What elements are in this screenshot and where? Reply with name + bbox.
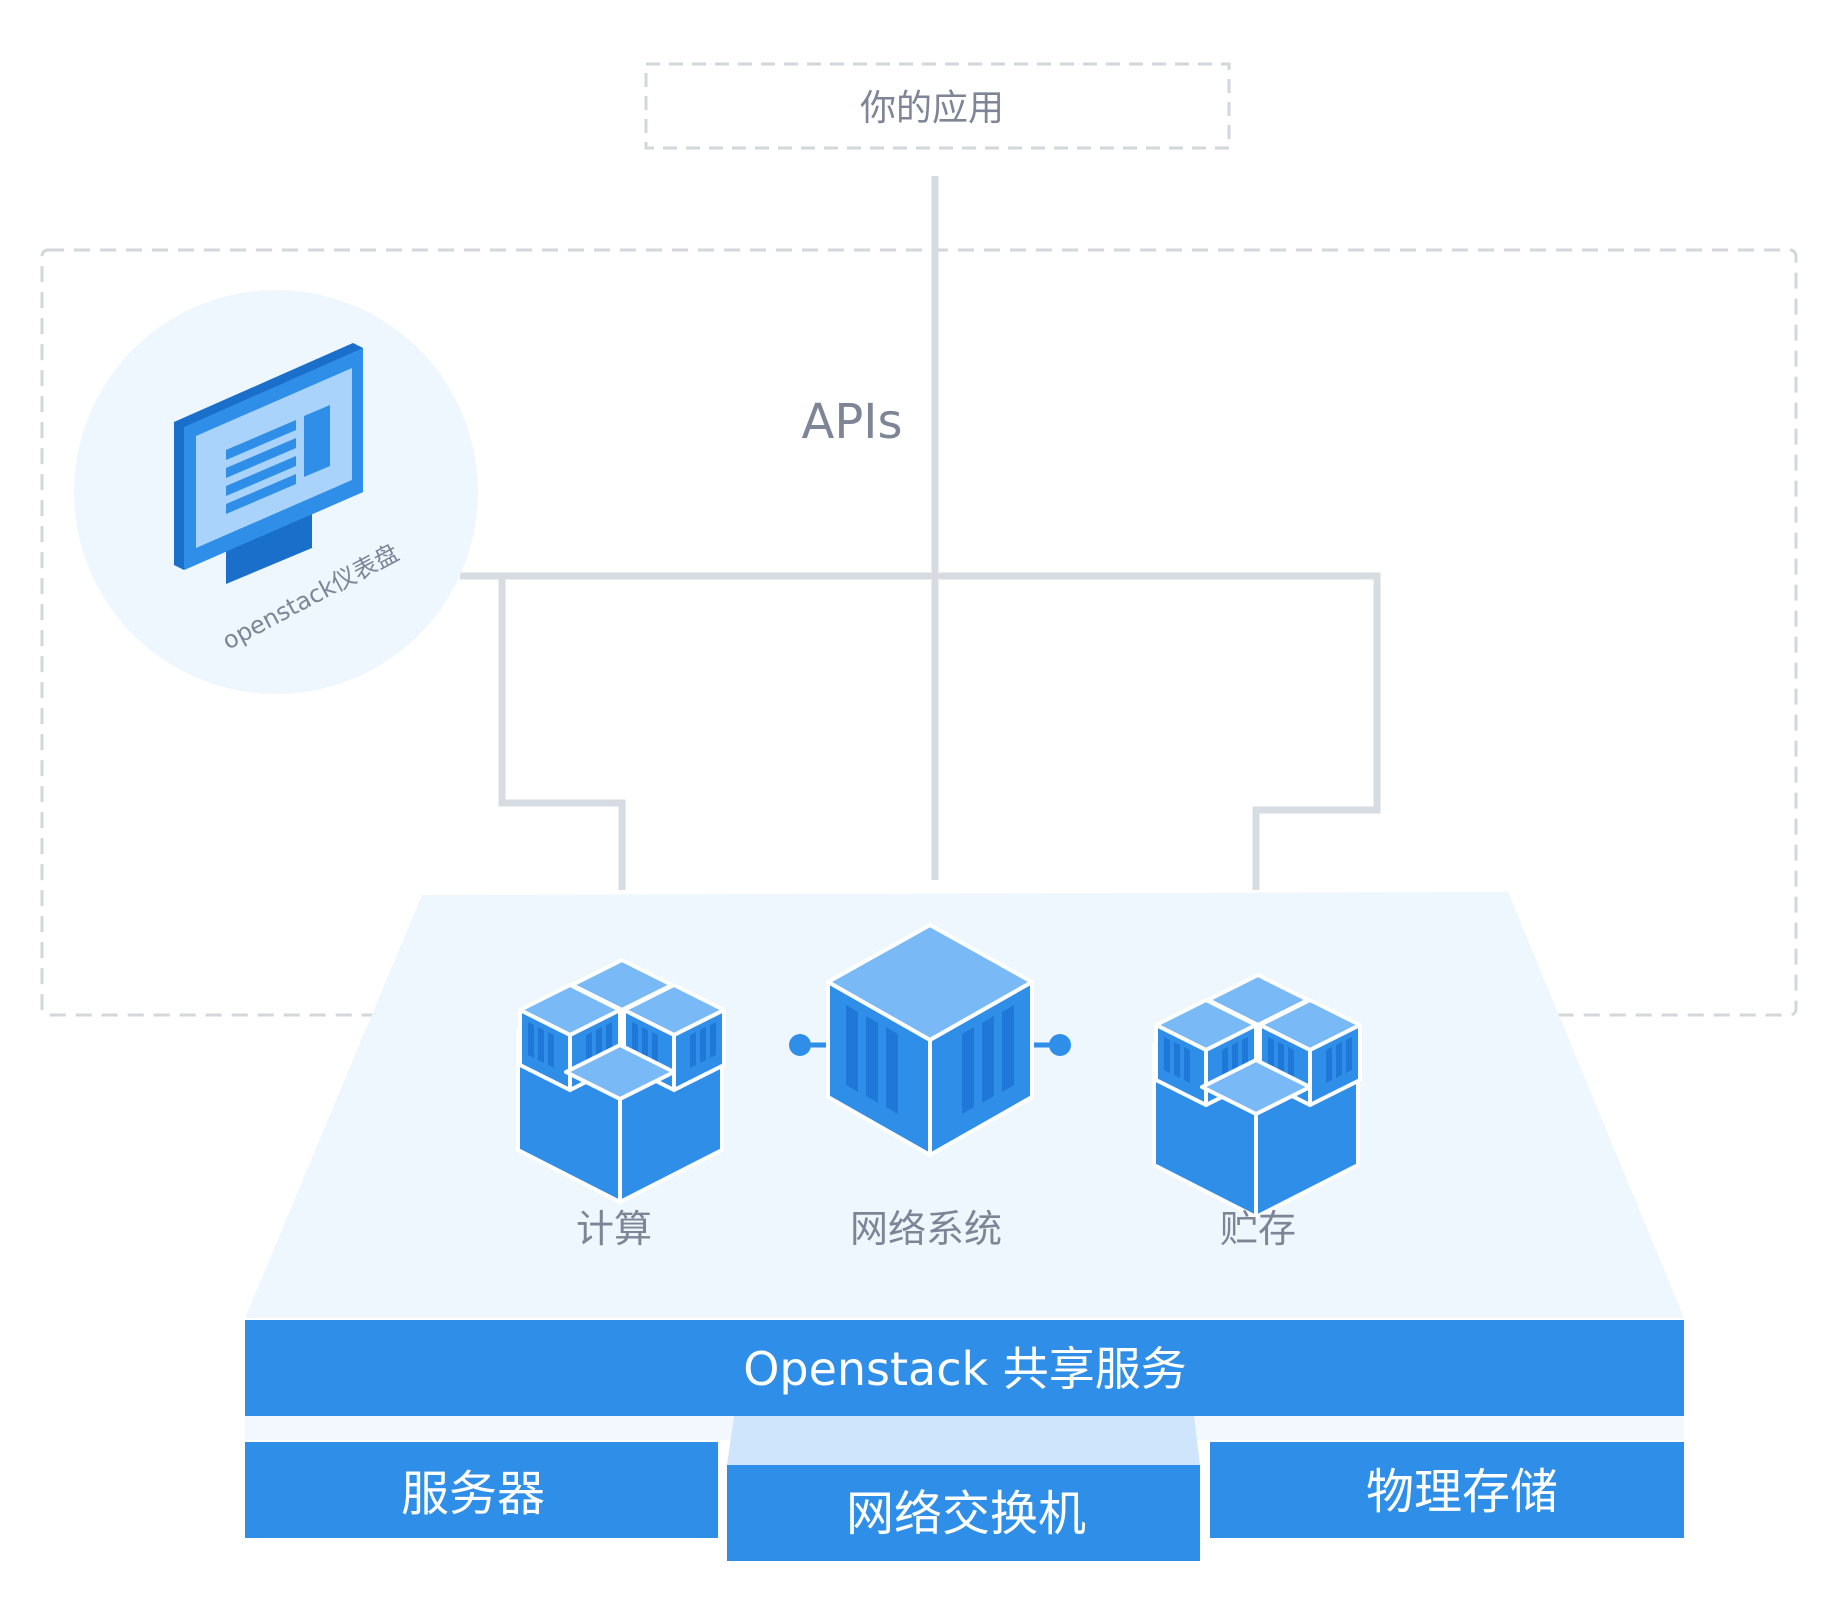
api-connector-lines bbox=[460, 176, 1381, 890]
apis-label: APIs bbox=[802, 394, 903, 450]
shared-services-bar: Openstack 共享服务 bbox=[245, 1320, 1684, 1416]
service-label-compute: 计算 bbox=[576, 1207, 652, 1251]
physical-storage-label: 物理存储 bbox=[1366, 1464, 1558, 1520]
storage-cubes-icon bbox=[1154, 975, 1360, 1217]
openstack-dashboard: openstack仪表盘 bbox=[74, 290, 478, 694]
server-label: 服务器 bbox=[401, 1466, 545, 1522]
shared-services-label: Openstack 共享服务 bbox=[743, 1342, 1187, 1396]
network-switch-label: 网络交换机 bbox=[846, 1486, 1086, 1542]
service-label-storage: 贮存 bbox=[1220, 1207, 1296, 1251]
your-app-box: 你的应用 bbox=[644, 62, 1231, 150]
server-block: 服务器 bbox=[245, 1442, 718, 1538]
physical-storage-block: 物理存储 bbox=[1210, 1442, 1684, 1538]
network-cube-icon bbox=[789, 923, 1071, 1157]
network-switch-block: 网络交换机 bbox=[727, 1465, 1200, 1561]
your-app-label: 你的应用 bbox=[860, 88, 1004, 129]
service-label-network: 网络系统 bbox=[850, 1207, 1002, 1251]
switch-top-face bbox=[727, 1416, 1200, 1465]
compute-cubes-icon bbox=[518, 960, 724, 1202]
monitor-icon bbox=[174, 343, 363, 584]
